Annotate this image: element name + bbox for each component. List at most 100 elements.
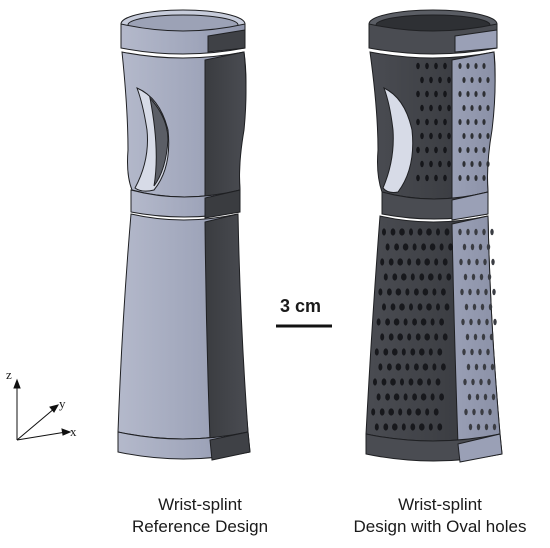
oval-hole [474,175,478,181]
oval-hole [476,423,481,431]
oval-hole [434,90,438,98]
oval-hole [414,363,419,371]
oval-hole [466,363,471,371]
oval-hole [400,378,404,386]
oval-hole [420,76,424,84]
oval-hole [486,348,490,356]
oval-hole [459,258,463,266]
oval-hole [486,243,491,251]
axis-y-label: y [59,396,66,411]
oval-hole [458,119,462,125]
oval-hole [475,393,480,401]
oval-hole [460,288,464,296]
oval-hole [486,133,490,139]
oval-hole [434,146,438,154]
oval-hole [395,363,402,371]
oval-hole [422,288,429,296]
oval-hole [439,393,444,401]
oval-hole [462,133,466,139]
oval-caption-line2: Design with Oval holes [353,517,527,536]
oval-hole [468,423,473,431]
oval-hole [486,105,490,111]
oval-hole-pattern [371,62,497,431]
oval-hole [399,303,405,311]
oval-hole [407,258,412,266]
oval-hole [462,161,466,167]
oval-hole [408,378,414,386]
oval-hole [470,161,474,167]
oval-hole [490,363,495,371]
oval-hole [430,393,435,401]
oval-hole [437,348,443,356]
oval-hole [478,77,482,83]
oval-hole [487,273,492,281]
oval-hole [443,118,447,126]
oval-hole [416,174,420,182]
oval-hole [447,76,451,84]
oval-hole [489,333,494,341]
oval-hole [435,378,441,386]
oval-hole [401,273,407,281]
oval-hole [426,303,432,311]
oval-hole [438,132,442,140]
oval-hole [415,408,422,416]
oval-hole [430,318,435,326]
oval-hole [463,378,467,386]
oval-hole [415,333,421,341]
oval-hole [466,147,470,153]
oval-hole [428,423,433,431]
oval-hole [474,91,478,97]
oval-hole [417,378,423,386]
oval-hole [458,91,462,97]
oval-hole [417,228,423,236]
oval-hole [474,119,478,125]
oval-hole [462,348,466,356]
oval-hole [441,288,446,296]
oval-hole [429,132,433,140]
oval-hole [399,228,405,236]
oval-hole [421,243,426,251]
oval-hole [478,133,482,139]
oval-hole [482,63,486,69]
oval-hole [492,423,497,431]
oval-hole [371,408,376,416]
oval-hole [472,408,476,416]
oval-hole [491,258,495,266]
oval-hole [468,288,472,296]
oval-hole [466,175,470,181]
oval-hole [444,303,450,311]
oval-hole [470,243,475,251]
oval-hole [478,348,482,356]
reference-design-caption: Wrist-splint Reference Design [100,494,300,538]
oval-hole [482,175,486,181]
oval-hole [388,333,394,341]
oval-hole [374,423,379,431]
oval-hole [466,119,470,125]
oval-hole [405,363,410,371]
oval-hole [491,393,496,401]
oval-hole [428,348,433,356]
oval-hole [471,273,476,281]
oval-hole [437,423,443,431]
oval-hole [403,393,408,401]
oval-hole [446,273,452,281]
oval-hole [466,228,470,236]
reference-caption-line2: Reference Design [131,517,269,536]
oval-hole [425,146,429,154]
oval-hole [393,318,400,326]
oval-hole [401,348,406,356]
oval-hole [436,228,440,236]
oval-hole [488,303,493,311]
oval-hole [478,161,482,167]
oval-hole [405,288,410,296]
oval-hole [443,62,447,70]
oval-hole [470,348,474,356]
oval-hole [406,408,412,416]
oval-hole [438,104,442,112]
oval-hole [394,243,399,251]
oval-hole [378,288,383,296]
scale-bar-label: 3 cm [280,296,322,316]
oval-hole [463,273,468,281]
oval-hole [401,423,406,431]
